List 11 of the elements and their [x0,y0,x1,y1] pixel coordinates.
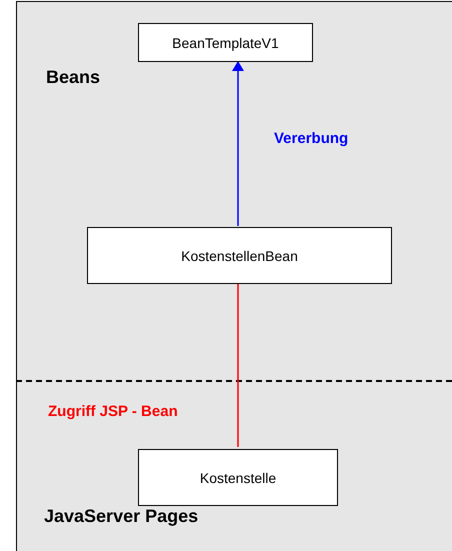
process-box: Kostenstelle [138,449,338,506]
process-box: BeanTemplateV1 [138,23,313,62]
region-heading: JavaServer Pages [44,506,198,527]
connector-line [237,283,239,447]
process-box: KostenstellenBean [87,227,392,284]
region-band [16,1,452,381]
edge-label: Zugriff JSP - Bean [48,403,178,420]
edge-label: Vererbung [274,130,348,147]
region-band [16,380,452,551]
arrow [232,61,244,226]
region-heading: Beans [46,67,100,88]
